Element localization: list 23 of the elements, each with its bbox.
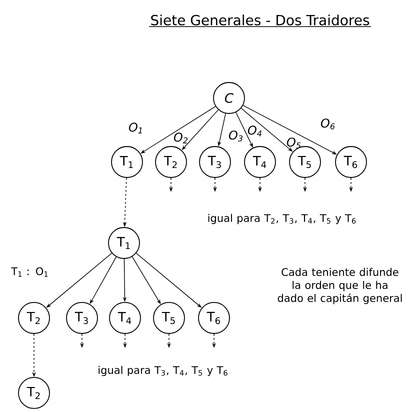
circle-node: T$_{2}$	[18, 302, 50, 334]
circle-node: T$_{4}$	[109, 302, 141, 334]
edge-label: O$_{4}$	[248, 126, 262, 136]
circle-node: T$_{2}$	[155, 146, 187, 178]
circle-node: T$_{1}$	[111, 146, 143, 178]
note-text: T$_{1}$ : O$_{1}$	[11, 267, 48, 277]
title: Siete Generales - Dos Traidores	[151, 14, 370, 26]
circle-node: T$_{6}$	[335, 146, 367, 178]
circle-node: T$_{4}$	[244, 146, 276, 178]
circle-node: T$_{2}$	[18, 377, 50, 409]
circle-node: T$_{3}$	[199, 146, 231, 178]
edge-label: O$_{2}$	[174, 132, 188, 144]
edge-label: O$_{6}$	[320, 118, 335, 130]
edge-label: O$_{3}$	[228, 130, 242, 142]
note-text: Cada teniente difunde la orden que le ha dado el capitán general	[278, 268, 402, 304]
note-text: igual para T$_{2}$, T$_{3}$, T$_{4}$, T$_{5}$ y T$_{6}$	[208, 214, 356, 224]
edge-label: O$_{1}$	[128, 122, 142, 134]
circle-node: T$_{5}$	[153, 302, 185, 334]
note-text: igual para T$_{3}$, T$_{4}$, T$_{5}$ y T$_{6}$	[98, 366, 228, 376]
circle-node: C	[213, 82, 245, 114]
circle-node: T$_{3}$	[66, 302, 98, 334]
circle-node: T$_{6}$	[198, 302, 230, 334]
circle-node: T$_{1}$	[108, 227, 140, 259]
